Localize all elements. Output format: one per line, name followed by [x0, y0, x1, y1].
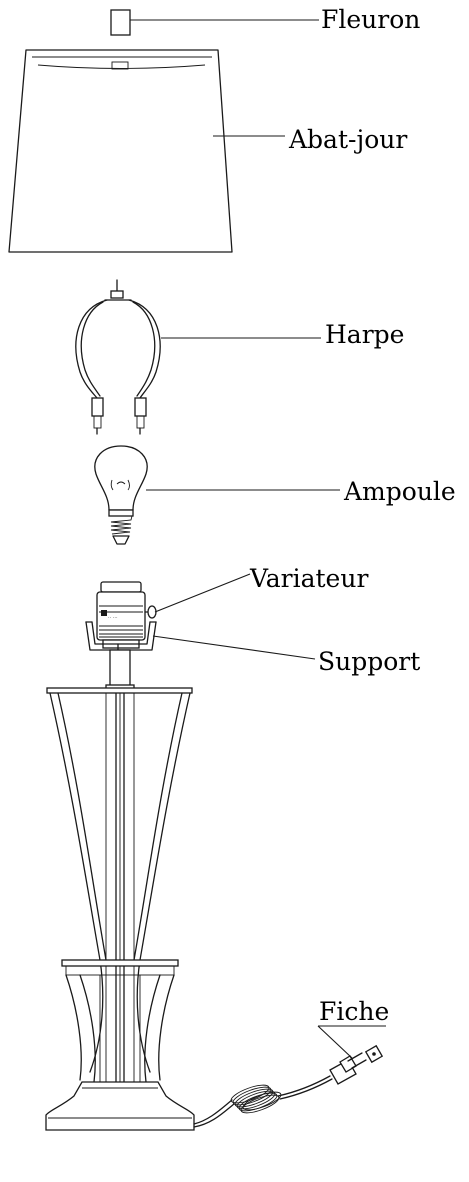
support-label: Support — [318, 647, 420, 676]
harp-part — [75, 279, 161, 435]
plug-leader-line — [317, 1025, 353, 1059]
switch-leader-line — [154, 573, 251, 613]
switch-label: Variateur — [249, 564, 368, 593]
finial-part — [110, 9, 131, 36]
lamp-shade-part — [8, 49, 233, 253]
svg-text:.. ...: .. ... — [108, 614, 118, 620]
shade-label: Abat-jour — [288, 125, 407, 154]
support-leader-line — [152, 635, 316, 660]
finial-label: Fleuron — [321, 5, 420, 34]
harp-label: Harpe — [325, 320, 404, 349]
bulb-label: Ampoule — [343, 477, 456, 506]
bulb-part — [94, 445, 148, 545]
plug-part — [329, 1044, 384, 1085]
cord-part — [193, 1075, 333, 1128]
plug-label: Fiche — [319, 997, 389, 1026]
lamp-base-part — [45, 649, 195, 1131]
